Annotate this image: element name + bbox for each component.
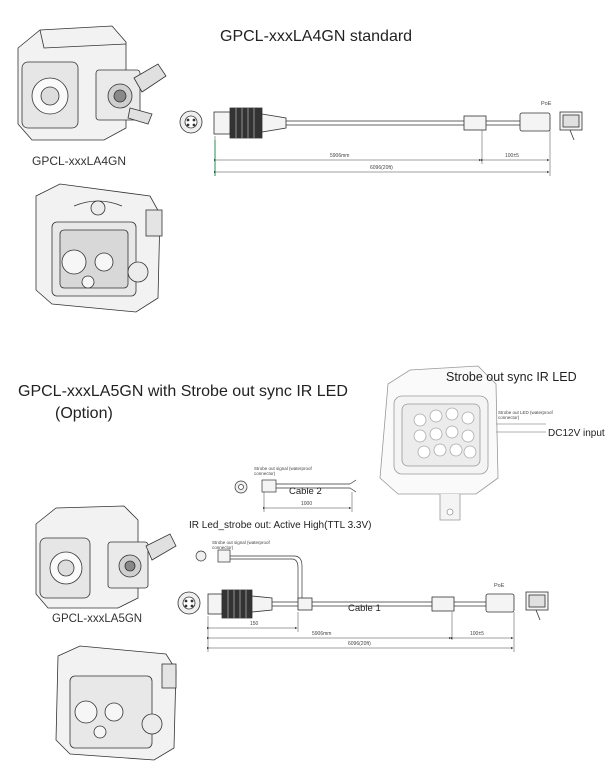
camera-side-view [17,25,167,141]
dim-short-1: 100±5 [505,153,519,159]
dim-long-2: 5906mm [312,631,332,637]
cable2-dim: 1000 [301,501,313,507]
dimension-lines-2 [206,612,515,652]
ir-led-connector-label: Strobe out LED (waterproof connector) [498,410,553,420]
camera1-label: GPCL-xxxLA4GN [32,154,127,168]
poe-label-1: PoE [541,101,552,107]
dim-total-2: 6096(20ft) [348,641,371,647]
dim-short-2: 100±5 [470,631,484,637]
ir-strobe-note: IR Led_strobe out: Active High(TTL 3.3V) [189,520,372,531]
cable-1 [286,111,583,141]
cable1-label: Cable 1 [348,603,381,614]
dim-long-1: 5906mm [330,153,350,159]
camera2-label: GPCL-xxxLA5GN [52,613,143,625]
option-label: (Option) [55,405,113,422]
camera2-side-view [35,505,177,609]
dimension-lines-cable2 [262,492,353,512]
dim-total-1: 6096(20ft) [370,165,393,171]
poe-label-2: PoE [494,583,505,589]
section2-title: GPCL-xxxLA5GN with Strobe out sync IR LE… [18,383,348,400]
connector2-end-view [177,591,201,615]
camera-front-view [35,183,163,313]
connector-end-view [179,110,203,134]
strobe-connector-2 [195,549,303,600]
cable-1-section2 [272,591,549,621]
camera2-front-view [55,645,177,761]
cable-2 [234,479,357,494]
cable2-label: Cable 2 [289,486,322,497]
ir-led-module [379,365,546,521]
dim-branch-2: 150 [250,621,259,627]
m12-connector-2 [207,589,273,619]
section1-title: GPCL-xxxLA4GN standard [220,28,413,45]
ir-led-title: Strobe out sync IR LED [446,370,577,384]
m12-connector [213,107,287,139]
strobe-signal-label-1: Strobe out signal (waterproof connector) [254,466,312,476]
strobe-signal-label-2: Strobe out signal (waterproof connector) [212,540,270,550]
dc-input-label: DC12V input [548,428,605,439]
